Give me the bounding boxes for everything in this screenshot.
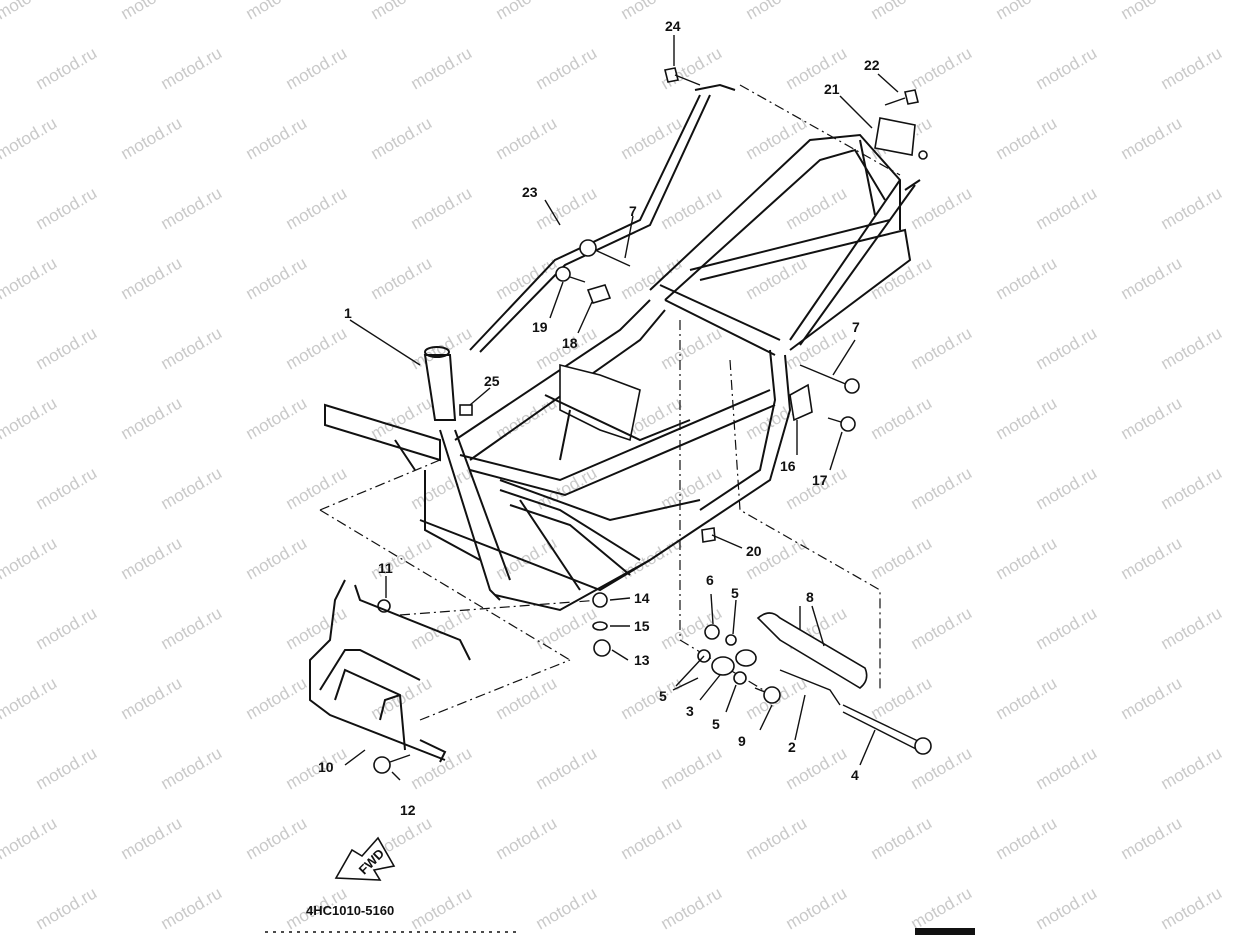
callout-2: 2 [788, 739, 796, 755]
callout-5b: 5 [712, 716, 720, 732]
callout-4: 4 [851, 767, 859, 783]
leader-lines [344, 35, 899, 781]
footer-bar [915, 928, 975, 935]
callout-5a: 5 [659, 688, 667, 704]
callout-7a: 7 [629, 203, 637, 219]
callout-7b: 7 [852, 319, 860, 335]
callout-1: 1 [344, 305, 352, 321]
main-frame [324, 133, 921, 612]
callout-25: 25 [484, 373, 500, 389]
callout-14: 14 [634, 590, 650, 606]
callout-8: 8 [806, 589, 814, 605]
callout-13: 13 [634, 652, 650, 668]
callout-10: 10 [318, 759, 334, 775]
callout-11: 11 [378, 560, 393, 576]
callout-21: 21 [824, 81, 840, 97]
callout-22: 22 [864, 57, 880, 73]
callout-20: 20 [746, 543, 762, 559]
callout-9: 9 [738, 733, 746, 749]
callout-12: 12 [400, 802, 416, 818]
callout-18: 18 [562, 335, 578, 351]
callout-23: 23 [522, 184, 538, 200]
lower-bracket [309, 579, 471, 763]
grab-rail [469, 83, 736, 353]
hardware [373, 67, 932, 774]
fwd-arrow-icon: FWD [334, 836, 396, 881]
callout-labels: 1 2 3 4 5 5 5 6 7 7 8 9 10 11 12 13 14 1… [318, 18, 880, 818]
callout-5c: 5 [731, 585, 739, 601]
callout-17: 17 [812, 472, 828, 488]
callout-24: 24 [665, 18, 681, 34]
callout-16: 16 [780, 458, 796, 474]
catalog-code: 4HC1010-5160 [306, 903, 394, 918]
callout-3: 3 [686, 703, 694, 719]
callout-15: 15 [634, 618, 650, 634]
reference-lines [319, 84, 901, 721]
callout-19: 19 [532, 319, 548, 335]
callout-6: 6 [706, 572, 714, 588]
